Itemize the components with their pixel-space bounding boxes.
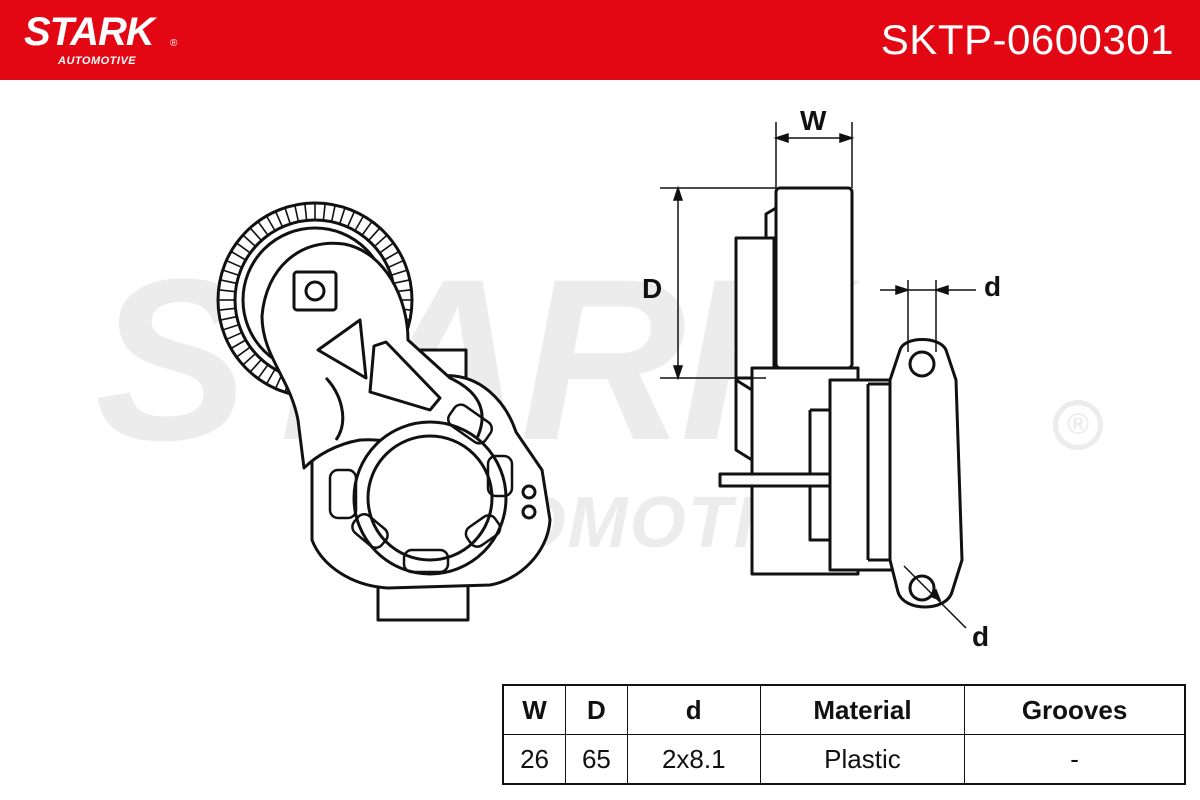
spec-value-d: 65 [565, 734, 628, 785]
arm-pivot-block [292, 270, 338, 312]
pulley-tooth [384, 251, 399, 261]
spec-header-material: Material [759, 684, 966, 735]
header-bar: STARK ® AUTOMOTIVE SKTP-0600301 [0, 0, 1200, 80]
watermark-registered-mark: ® [1053, 400, 1103, 450]
pulley-tooth [266, 216, 276, 231]
d-arrow-bottom [672, 365, 684, 381]
arm-rib [324, 376, 345, 441]
mount-bracket [888, 338, 964, 609]
brand-registered-mark: ® [170, 38, 178, 49]
spec-header-grooves: Grooves [964, 684, 1186, 735]
dimension-label-hole-bottom: d [972, 621, 990, 652]
hole-arrow-right [933, 284, 949, 296]
pulley-tooth [374, 235, 387, 247]
hub-slot [351, 513, 389, 549]
pulley-tooth [243, 353, 256, 365]
pulley-tooth [257, 221, 269, 235]
arm-pivot-hole [304, 280, 326, 302]
pulley-tooth [380, 242, 394, 254]
pulley-tooth [368, 228, 380, 241]
spec-header-hole: d [626, 684, 761, 735]
pulley-tooth [250, 228, 262, 241]
pulley-tooth [388, 260, 404, 268]
hub-slot [486, 454, 514, 498]
pulley-tooth [250, 359, 262, 372]
pulley-tooth [226, 332, 242, 340]
hub-slot [446, 403, 494, 445]
hole-leader-arrow [928, 588, 942, 602]
dimension-label-w: W [800, 105, 827, 136]
spec-value-grooves: - [964, 734, 1186, 785]
spec-value-row: 26 65 2x8.1 Plastic - [502, 734, 1186, 785]
brand-subtitle: AUTOMOTIVE [58, 55, 137, 67]
pulley-tooth [354, 216, 364, 231]
dimension-label-d: D [642, 273, 663, 304]
spec-value-w: 26 [502, 734, 567, 785]
hub-slot [464, 514, 502, 548]
shaft [718, 472, 832, 488]
pulley-tooth [223, 269, 239, 276]
body-detail [734, 378, 753, 462]
spec-value-material: Plastic [759, 734, 966, 785]
pulley-tooth [322, 204, 326, 220]
spec-header-w: W [502, 684, 567, 735]
part-number: SKTP-0600301 [880, 16, 1174, 63]
side-view [718, 186, 964, 609]
pulley-tooth [219, 289, 235, 293]
inner-plate [828, 378, 894, 572]
w-arrow-left [773, 132, 789, 144]
arm-window-right [368, 340, 442, 412]
mount-eye-top [908, 350, 936, 378]
pulley-tooth [219, 307, 235, 311]
front-view [216, 201, 552, 622]
hub-outer [352, 420, 508, 576]
small-hole [521, 504, 537, 520]
arm-side [734, 236, 776, 380]
pulley-tooth [347, 211, 355, 227]
dimension-label-hole-top: d [984, 271, 1002, 302]
spec-table: W D d Material Grooves 26 65 2x8.1 Plast… [502, 684, 1186, 785]
pulley-tooth [220, 316, 236, 321]
d-arrow-top [672, 185, 684, 201]
pulley-tooth [236, 346, 250, 358]
pulley-tooth [391, 269, 407, 276]
pulley-tooth [284, 208, 291, 224]
w-arrow-right [839, 132, 855, 144]
pulley-tooth [257, 365, 269, 379]
pulley-tooth [331, 205, 336, 221]
small-hole [521, 484, 537, 500]
pulley-tooth [339, 208, 346, 224]
pulley-tooth [231, 251, 246, 261]
hub-inner [366, 434, 494, 562]
pulley-tooth [226, 260, 242, 268]
pulley-tooth [275, 211, 283, 227]
mount-eye-bottom [908, 574, 936, 602]
pulley-tooth [223, 324, 239, 331]
spec-header-row: W D d Material Grooves [502, 684, 1186, 735]
pulley-tooth [394, 279, 410, 284]
pulley-side [774, 186, 854, 370]
dimensions [660, 122, 976, 629]
pulley-tooth [304, 204, 308, 220]
hub-slot [402, 548, 450, 574]
spec-value-hole: 2x8.1 [626, 734, 761, 785]
hub-slot [328, 468, 358, 520]
pulley-tooth [294, 205, 299, 221]
pulley-tooth [236, 242, 250, 254]
pulley-tooth [361, 221, 373, 235]
pulley-tooth [266, 369, 276, 384]
brand-logo: STARK [24, 10, 155, 54]
body-step [808, 408, 830, 542]
arm-window-left [316, 318, 368, 380]
pulley-tooth [243, 235, 256, 247]
bracket-rib [866, 382, 890, 562]
pulley-tooth [231, 339, 246, 349]
hole-arrow-left [895, 284, 911, 296]
spec-header-d: D [565, 684, 628, 735]
pulley-tooth [220, 279, 236, 284]
